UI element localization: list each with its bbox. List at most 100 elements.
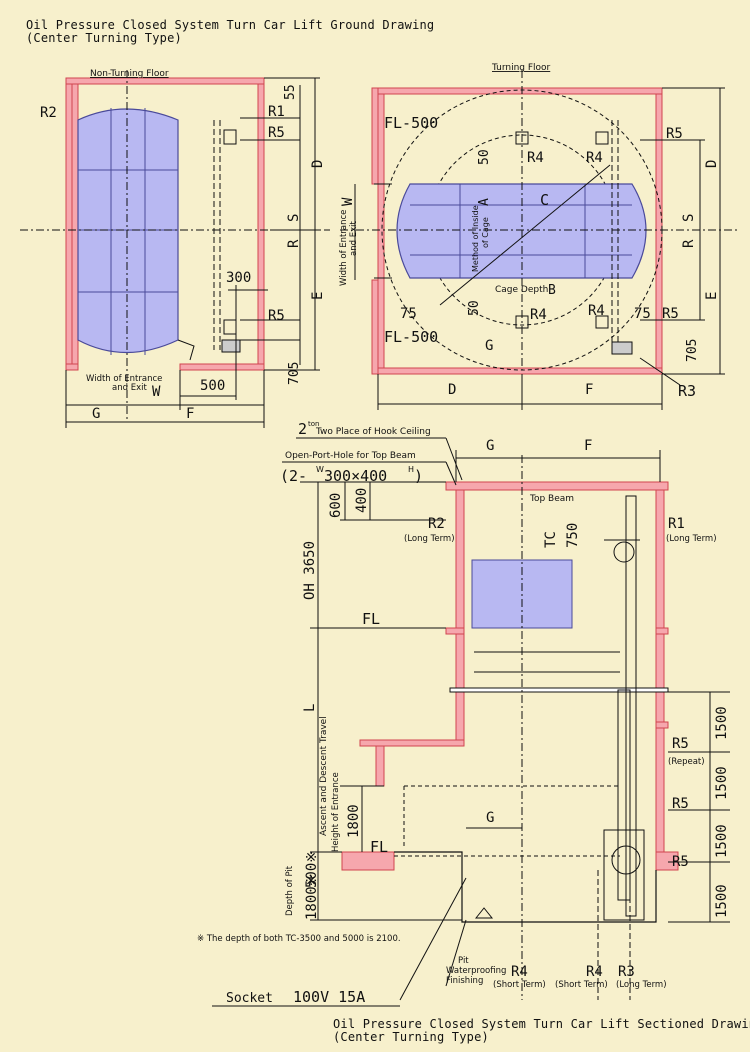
section-dim-600: 600 [328, 493, 344, 518]
section-hook-prefix: 2 [298, 420, 307, 438]
plan-left-wall-bottom-right [179, 363, 265, 371]
plan-right-r4-br: R4 [588, 303, 605, 319]
top-title: Oil Pressure Closed System Turn Car Lift… [26, 19, 434, 45]
plan-right-floor-label: Turning Floor [491, 63, 551, 73]
plan-left-floor-label: Non-Turning Floor [90, 69, 169, 79]
section-r2: R2 [428, 516, 445, 532]
section-dim-500: 500※ [304, 851, 320, 888]
section-socket-spec: 100V 15A [293, 988, 365, 1006]
section-port-spec-sup: W [316, 465, 324, 474]
plan-right-r5-bottom: R5 [662, 306, 679, 322]
plan-left-dim-705: 705 [287, 362, 302, 385]
section-dim-1500-a: 1500 [714, 706, 730, 740]
section-dim-pit: 1800※ [304, 875, 320, 920]
section-r4a: R4 [511, 964, 528, 980]
plan-right-dim-75-right: 75 [634, 306, 651, 322]
plan-left-wall-left [65, 77, 73, 371]
section-port-spec-sup2: H [408, 465, 414, 474]
plan-left-r1: R1 [268, 104, 285, 120]
section-travel-label: Ascent and Descent Travel [319, 716, 329, 836]
plan-left-width-label-1: Width of Entrance [86, 374, 162, 384]
section-port-spec-mid: 300×400 [324, 467, 387, 485]
plan-right-fl500-bottom: FL-500 [384, 328, 438, 346]
section-dim-1800: 1800 [346, 804, 362, 838]
plan-right-dim-50-top: 50 [477, 149, 492, 165]
section-fl-lower: FL [370, 838, 388, 856]
plan-right-r4-tl: R4 [527, 150, 544, 166]
plan-left: Non-Turning Floor R2 R1 R5 R5 55 D R S E… [20, 69, 330, 428]
section-height-label: Height of Entrance [331, 772, 341, 852]
plan-right-side-width-2: and Exit [349, 221, 359, 256]
plan-right-r3: R3 [678, 382, 696, 400]
plan-left-r5a: R5 [268, 125, 285, 141]
section-port-spec: (2- W 300×400 H ) [280, 465, 423, 485]
plan-left-width-label-2: and Exit [112, 383, 147, 393]
plan-left-r5b: R5 [268, 308, 285, 324]
section-r1-term: (Long Term) [666, 534, 717, 544]
section-r2-term: (Long Term) [404, 534, 455, 544]
plan-left-r2: R2 [40, 105, 57, 121]
plan-right-dim-d: D [704, 160, 720, 168]
section-dim-f: F [584, 438, 592, 454]
section-top-beam: Top Beam [529, 494, 574, 504]
plan-right-dim-75-left: 75 [400, 306, 417, 322]
plan-right-dim-s: S [681, 214, 697, 222]
bottom-title-line1: Oil Pressure Closed System Turn Car Lift… [333, 1017, 750, 1031]
plan-right-side-width-1: Width of Entrance [339, 210, 349, 286]
plan-left-wall-bottom-left [65, 363, 79, 371]
plan-left-width-w: W [152, 384, 161, 400]
plan-right-dim-e: E [704, 292, 720, 300]
plan-left-dim-s: S [286, 214, 302, 222]
section-dim-1500-c: 1500 [714, 824, 730, 858]
section-dim-400: 400 [354, 488, 370, 513]
plan-left-dim-300: 300 [226, 270, 251, 286]
section-port-spec-start: (2- [280, 467, 307, 485]
section-r5-low: R5 [672, 854, 689, 870]
section-dim-1500-b: 1500 [714, 766, 730, 800]
plan-left-wall-right [257, 77, 265, 371]
plan-left-dim-g: G [92, 406, 100, 422]
section-port-spec-end: ) [414, 467, 423, 485]
plan-right-dim-50-bottom: 50 [467, 300, 482, 316]
plan-left-dim-r: R [286, 239, 302, 248]
plan-right-dim-g: G [485, 338, 493, 354]
section-r4a-term: (Short Term) [493, 980, 546, 990]
plan-right-dim-c: C [540, 191, 549, 209]
plan-right-r5-top: R5 [666, 126, 683, 142]
section-note: ※ The depth of both TC-3500 and 5000 is … [197, 934, 401, 944]
plan-left-dim-d: D [310, 160, 326, 168]
top-title-line1: Oil Pressure Closed System Turn Car Lift… [26, 18, 435, 32]
bottom-title-line2: (Center Turning Type) [333, 1030, 489, 1044]
section-pit-finish-3: Finishing [446, 976, 483, 986]
section-pit-label: Depth of Pit [285, 865, 295, 916]
section-r3-term: (Long Term) [616, 980, 667, 990]
section-hook-sup: ton [308, 420, 319, 428]
section-r5-mid: R5 [672, 796, 689, 812]
plan-left-dim-500: 500 [200, 378, 225, 394]
section-r5-repeat: R5 [672, 736, 689, 752]
section-tc: TC [543, 531, 559, 548]
plan-right-cage-b: B [548, 283, 556, 298]
plan-left-dim-f: F [186, 406, 194, 422]
section-dim-1500-d: 1500 [714, 884, 730, 918]
section-socket: Socket [226, 991, 273, 1006]
section-hook-label: Two Place of Hook Ceiling [315, 427, 431, 437]
section-fl-upper: FL [362, 610, 380, 628]
plan-right-r4-bl: R4 [530, 307, 547, 323]
plan-right-inside-cage-a: A [477, 198, 492, 206]
plan-left-wall-top [65, 77, 265, 85]
plan-left-dim-55: 55 [283, 84, 298, 100]
top-title-line2: (Center Turning Type) [26, 31, 182, 45]
section-view: 2 ton Two Place of Hook Ceiling Open-Por… [197, 420, 730, 1007]
plan-right-fl500-top: FL-500 [384, 114, 438, 132]
plan-right-r4-tr: R4 [586, 150, 603, 166]
plan-right-inside-cage-2: of Cage [481, 217, 490, 248]
section-pit-finish-1: Pit [458, 956, 469, 966]
section-r1: R1 [668, 516, 685, 532]
plan-left-cage [77, 108, 179, 353]
section-dim-g-low: G [486, 810, 494, 826]
plan-right-inside-cage-1: Method of Inside [471, 205, 480, 272]
bottom-title: Oil Pressure Closed System Turn Car Lift… [333, 1018, 750, 1044]
section-port-label: Open-Port-Hole for Top Beam [285, 451, 416, 461]
